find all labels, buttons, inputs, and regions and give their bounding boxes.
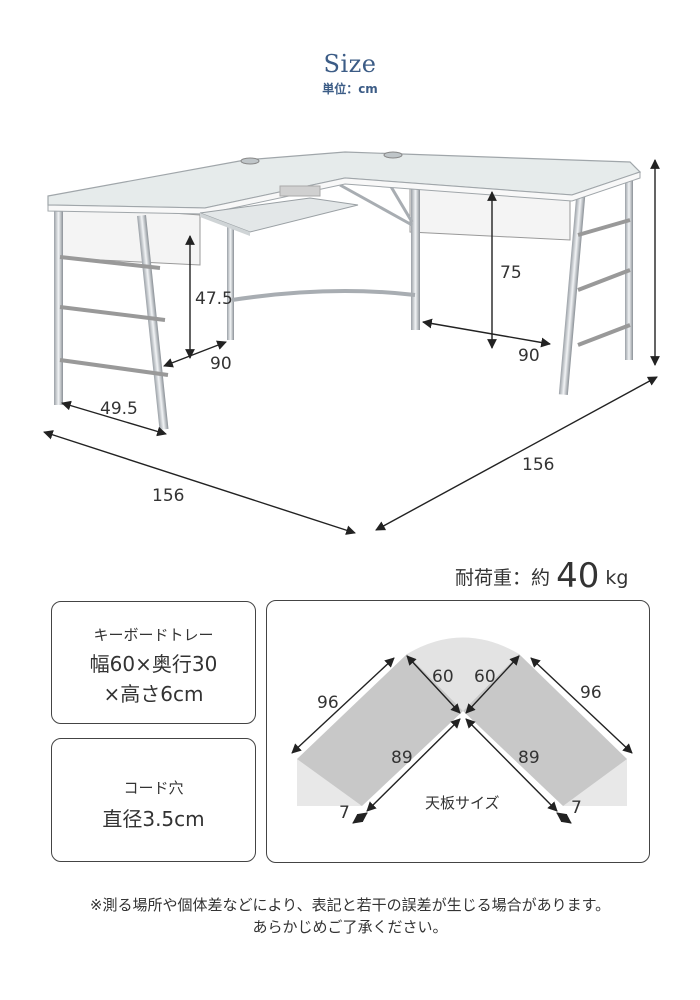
plate-left-outer: 96 bbox=[317, 693, 339, 713]
dim-left-depth: 49.5 bbox=[100, 399, 138, 419]
plate-right-mid: 89 bbox=[518, 748, 540, 768]
load-capacity: 耐荷重：約 40 kg bbox=[455, 556, 628, 596]
desk-frame bbox=[54, 175, 633, 430]
plate-left-end: 7 bbox=[339, 803, 350, 823]
top-plate-diagram: 96 96 60 60 89 89 7 7 天板サイズ bbox=[291, 637, 633, 824]
dim-tray-height: 47.5 bbox=[195, 289, 233, 309]
disclaimer-line-2: あらかじめご了承ください。 bbox=[252, 918, 448, 936]
keyboard-tray-size-1: 幅60×奥行30 bbox=[89, 652, 218, 676]
page-title: Size bbox=[323, 50, 377, 78]
keyboard-tray-title: キーボードトレー bbox=[93, 626, 214, 644]
load-value: 40 bbox=[556, 556, 600, 596]
cord-hole-icon bbox=[383, 151, 403, 159]
keyboard-tray-size-2: ×高さ6cm bbox=[103, 682, 204, 706]
dim-right-leg-span: 90 bbox=[518, 346, 540, 366]
cord-hole-box: コード穴 直径3.5cm bbox=[51, 738, 256, 862]
top-plate-label: 天板サイズ bbox=[425, 794, 500, 812]
keyboard-tray-box: キーボードトレー 幅60×奥行30 ×高さ6cm bbox=[51, 601, 256, 724]
load-label: 耐荷重：約 bbox=[455, 567, 551, 589]
dim-left-leg-span: 90 bbox=[210, 354, 232, 374]
dim-left-width: 156 bbox=[152, 486, 184, 506]
cord-hole-size: 直径3.5cm bbox=[102, 807, 205, 831]
desk-top bbox=[47, 151, 642, 236]
plate-left-mid: 89 bbox=[391, 748, 413, 768]
plate-right-inner: 60 bbox=[474, 667, 496, 687]
desk-illustration: 156 156 49.5 47.5 90 75 90 bbox=[43, 151, 660, 535]
plate-right-end: 7 bbox=[571, 798, 582, 818]
load-unit: kg bbox=[605, 567, 629, 589]
disclaimer-line-1: ※測る場所や個体差などにより、表記と若干の誤差が生じる場合があります。 bbox=[89, 896, 611, 914]
dimension-lines bbox=[43, 159, 660, 535]
cord-hole-icon bbox=[240, 157, 260, 165]
dim-desk-height: 75 bbox=[500, 263, 522, 283]
unit-label: 単位：cm bbox=[322, 82, 378, 96]
plate-right-outer: 96 bbox=[580, 683, 602, 703]
plate-left-inner: 60 bbox=[432, 667, 454, 687]
top-plate-box: 96 96 60 60 89 89 7 7 天板サイズ bbox=[266, 600, 650, 863]
dim-right-width: 156 bbox=[522, 455, 554, 475]
cord-hole-title: コード穴 bbox=[123, 779, 184, 797]
